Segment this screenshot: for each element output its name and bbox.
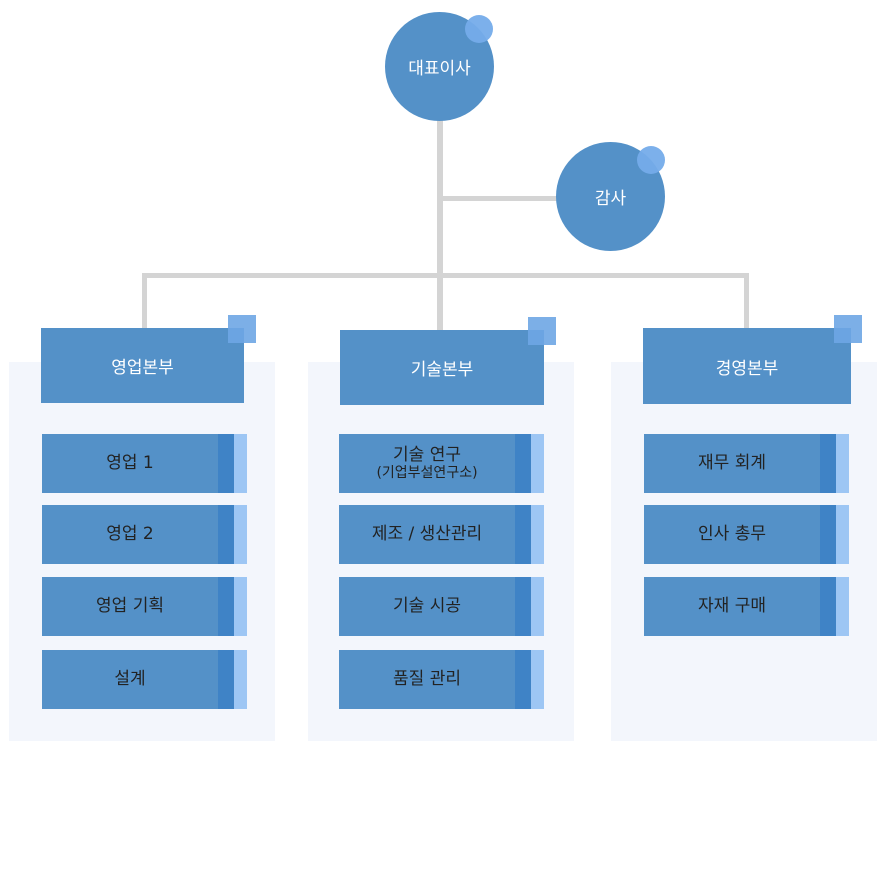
dept-sublabel: (기업부설연구소) (376, 465, 478, 482)
auditor-decoration-dot (637, 146, 665, 174)
dept-box: 기술 시공 (339, 577, 544, 636)
dept-box: 품질 관리 (339, 650, 544, 709)
header-corner-square (528, 317, 556, 345)
dept-stripe-light (531, 650, 544, 709)
dept-stripe-light (531, 577, 544, 636)
dept-stripe-light (836, 505, 849, 564)
division-header-sales: 영업본부 (41, 328, 244, 403)
dept-stripe-dark (218, 650, 234, 709)
dept-stripe-dark (820, 434, 836, 493)
division-header-mgmt: 경영본부 (643, 328, 851, 404)
connector-horizontal (143, 273, 748, 278)
dept-stripe-light (836, 434, 849, 493)
dept-label: 기술 연구 (393, 444, 461, 465)
ceo-decoration-dot (465, 15, 493, 43)
division-header-label: 영업본부 (111, 358, 174, 378)
dept-stripe-light (234, 505, 247, 564)
dept-box: 자재 구매 (644, 577, 849, 636)
ceo-label: 대표이사 (408, 59, 471, 79)
dept-label: 설계 (114, 669, 146, 690)
header-corner-square (228, 315, 256, 343)
connector-ceo-vertical (437, 120, 443, 330)
dept-stripe-light (531, 505, 544, 564)
division-header-tech: 기술본부 (340, 330, 544, 405)
division-header-label: 경영본부 (715, 358, 779, 379)
dept-label: 인사 총무 (698, 524, 766, 545)
dept-label: 제조 / 생산관리 (371, 524, 483, 545)
dept-stripe-dark (218, 505, 234, 564)
dept-stripe-dark (218, 577, 234, 636)
dept-stripe-dark (515, 650, 531, 709)
dept-stripe-light (234, 577, 247, 636)
dept-box: 인사 총무 (644, 505, 849, 564)
dept-box: 영업 1 (42, 434, 247, 493)
connector-right-drop (744, 273, 749, 330)
dept-box: 영업 기획 (42, 577, 247, 636)
dept-stripe-dark (820, 577, 836, 636)
dept-stripe-dark (515, 505, 531, 564)
dept-label: 품질 관리 (393, 669, 461, 690)
dept-label: 영업 기획 (96, 596, 164, 617)
auditor-label: 감사 (594, 189, 627, 209)
dept-box: 영업 2 (42, 505, 247, 564)
dept-label: 영업 2 (106, 524, 154, 545)
dept-box: 재무 회계 (644, 434, 849, 493)
dept-stripe-light (234, 650, 247, 709)
connector-auditor (440, 196, 560, 201)
dept-label: 영업 1 (106, 453, 154, 474)
dept-stripe-dark (218, 434, 234, 493)
dept-box: 기술 연구 (기업부설연구소) (339, 434, 544, 493)
dept-stripe-dark (515, 577, 531, 636)
dept-label: 재무 회계 (698, 453, 766, 474)
dept-stripe-light (234, 434, 247, 493)
dept-box: 제조 / 생산관리 (339, 505, 544, 564)
dept-label: 기술 시공 (393, 596, 461, 617)
dept-stripe-light (836, 577, 849, 636)
connector-left-drop (142, 273, 147, 330)
division-header-label: 기술본부 (410, 360, 474, 380)
dept-label: 자재 구매 (698, 596, 766, 617)
dept-stripe-light (531, 434, 544, 493)
dept-stripe-dark (515, 434, 531, 493)
dept-stripe-dark (820, 505, 836, 564)
header-corner-square (834, 315, 862, 343)
dept-box: 설계 (42, 650, 247, 709)
